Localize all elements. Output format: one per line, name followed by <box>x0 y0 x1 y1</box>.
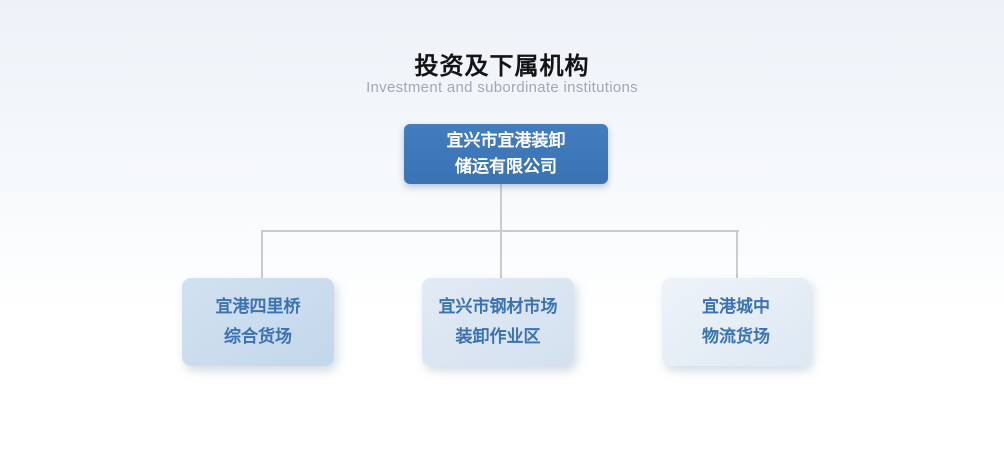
org-node-child-1-label-line2: 综合货场 <box>224 327 292 346</box>
org-node-child-3: 宜港城中 物流货场 <box>662 278 810 366</box>
org-node-root-label-line2: 储运有限公司 <box>455 157 557 176</box>
connector-drop-middle <box>500 230 502 278</box>
page-subtitle: Investment and subordinate institutions <box>366 79 638 96</box>
org-node-child-3-label-line1: 宜港城中 <box>702 297 770 317</box>
org-node-child-2-label-line2: 装卸作业区 <box>455 327 541 346</box>
org-node-child-1-label-line1: 宜港四里桥 <box>215 297 301 317</box>
org-node-child-2: 宜兴市钢材市场 装卸作业区 <box>422 278 574 366</box>
connector-drop-left <box>261 230 263 278</box>
page-title: 投资及下属机构 <box>414 53 590 80</box>
org-node-child-3-label-line2: 物流货场 <box>702 327 770 346</box>
org-node-child-2-label-line1: 宜兴市钢材市场 <box>438 297 558 317</box>
org-node-child-1: 宜港四里桥 综合货场 <box>182 278 334 366</box>
connector-drop-right <box>736 230 738 278</box>
org-node-root-label-line1: 宜兴市宜港装卸 <box>446 130 566 150</box>
org-node-root: 宜兴市宜港装卸 储运有限公司 <box>404 124 608 184</box>
connector-root-drop <box>500 184 502 231</box>
